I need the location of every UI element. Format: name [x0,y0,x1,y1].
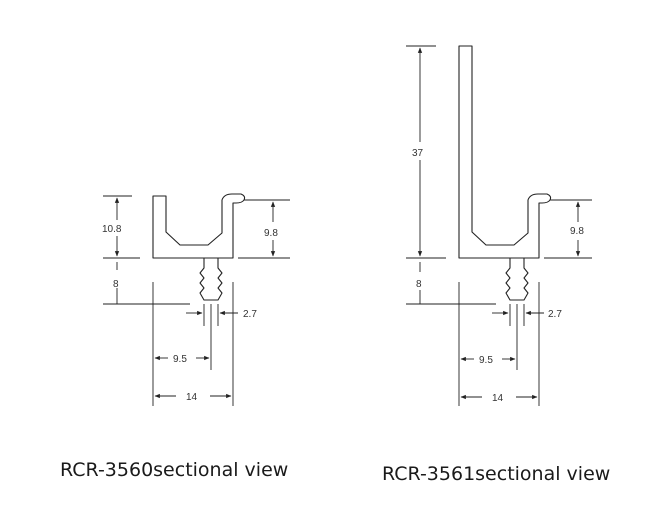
channel-outline-left [152,193,246,259]
dim-height-inner-right: 9.8 [570,226,584,237]
dim-stem-width-left: 2.7 [243,309,257,320]
dim-half-width-left: 9.5 [173,354,187,365]
dim-width-right: 14 [492,393,504,404]
dim-height-inner-left: 9.8 [264,228,278,239]
dim-height-total-left: 10.8 [102,224,122,235]
profile-rcr-3560: 10.8 8 9.8 2.7 9.5 14 [102,193,290,406]
dim-width-left: 14 [186,392,198,403]
caption-rcr-3560: RCR-3560sectional view [60,459,288,481]
stem-left [199,258,223,301]
dim-height-foot-right: 8 [416,279,422,290]
dim-height-tall-right: 37 [412,148,424,159]
stem-right [505,258,529,301]
dim-stem-width-right: 2.7 [548,309,562,320]
channel-outline-right [458,45,552,259]
dim-half-width-right: 9.5 [479,355,493,366]
dim-height-foot-left: 8 [113,279,119,290]
caption-rcr-3561: RCR-3561sectional view [382,463,610,485]
profile-rcr-3561: 37 8 9.8 2.7 9.5 14 [406,45,592,406]
